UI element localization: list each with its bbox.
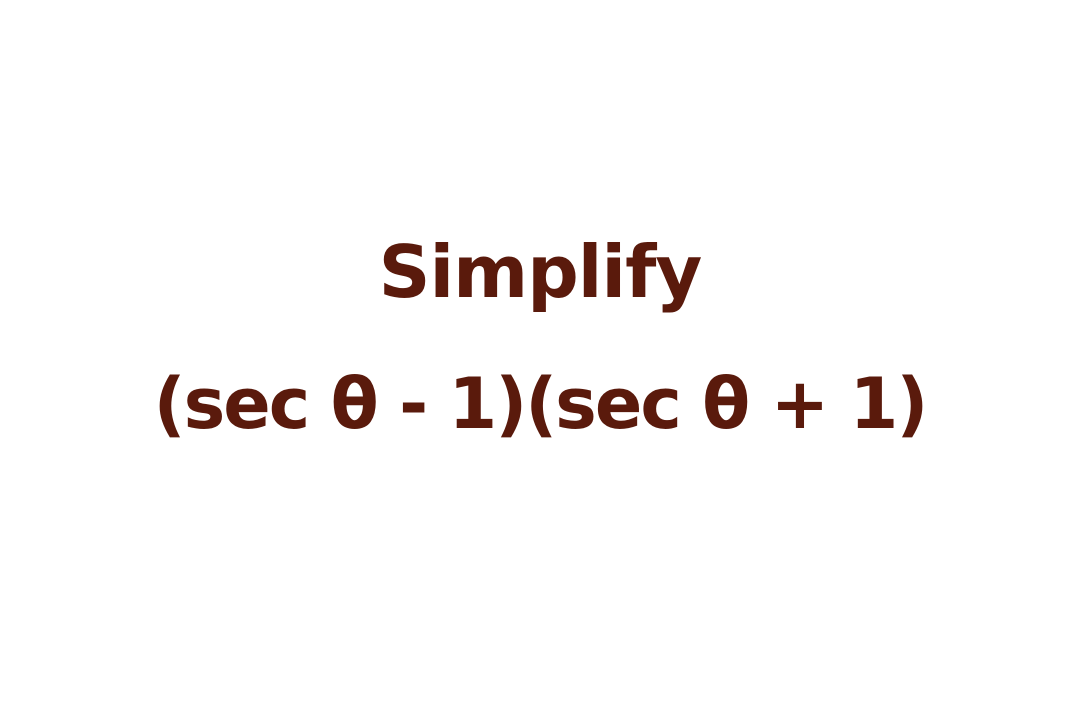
problem-heading: Simplify bbox=[378, 230, 703, 314]
problem-expression: (sec θ - 1)(sec θ + 1) bbox=[153, 363, 929, 445]
